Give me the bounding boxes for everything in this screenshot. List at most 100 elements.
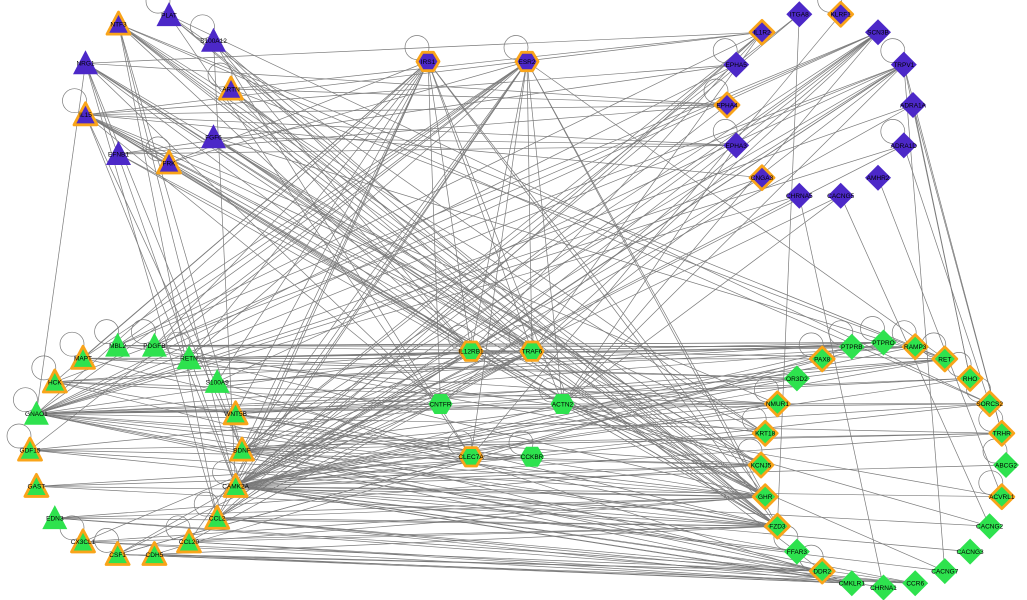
node-CHRNA5[interactable]: CHRNA5 [786, 182, 813, 209]
node-shape-ADRA1D[interactable] [890, 132, 917, 159]
node-shape-DDR2[interactable] [808, 557, 836, 585]
node-shape-MAPT[interactable] [70, 344, 96, 370]
node-FGF6[interactable]: FGF6 [201, 124, 226, 149]
node-GAST[interactable]: GAST [23, 472, 50, 498]
node-ACVRL1[interactable]: ACVRL1 [988, 483, 1016, 511]
node-FFAR3[interactable]: FFAR3 [783, 538, 810, 565]
node-shape-S100A9[interactable] [204, 368, 230, 393]
node-shape-EPHA3[interactable] [723, 132, 750, 159]
node-shape-PDGFB[interactable] [141, 332, 167, 357]
node-shape-PTPRO[interactable] [870, 329, 897, 356]
node-ADRA1D[interactable]: ADRA1D [890, 132, 918, 159]
node-shape-CDH5[interactable] [141, 541, 168, 566]
node-shape-CHRNA1[interactable] [870, 574, 897, 600]
node-S100A9[interactable]: S100A9 [204, 368, 230, 393]
node-CNGA3[interactable]: CNGA3 [748, 164, 776, 192]
node-shape-IRS1[interactable] [415, 50, 441, 73]
node-shape-GAST[interactable] [23, 472, 50, 498]
node-shape-IL12RB1[interactable] [458, 340, 484, 362]
node-SORCS2[interactable]: SORCS2 [976, 390, 1003, 418]
node-RET[interactable]: RET [931, 345, 959, 373]
node-shape-S100A12[interactable] [201, 27, 226, 52]
node-shape-RHO[interactable] [956, 365, 984, 392]
node-shape-SORCS2[interactable] [976, 390, 1003, 418]
node-CACNG7[interactable]: CACNG7 [931, 558, 959, 585]
node-shape-KCNJ5[interactable] [747, 451, 775, 479]
node-shape-IL1R2[interactable] [748, 18, 776, 46]
node-TRAF6[interactable]: TRAF6 [519, 340, 545, 362]
node-NRG1[interactable]: NRG1 [73, 50, 98, 75]
node-shape-RETN[interactable] [176, 345, 202, 370]
node-shape-EFNB1[interactable] [106, 141, 131, 165]
node-shape-GNAO1[interactable] [23, 400, 49, 425]
node-ABCG2[interactable]: ABCG2 [993, 452, 1019, 478]
node-shape-NTF3[interactable] [105, 10, 132, 36]
node-shape-EDN3[interactable] [42, 505, 68, 530]
node-shape-CAMK2A[interactable] [222, 472, 249, 498]
node-shape-CCKBR[interactable] [520, 446, 544, 467]
node-shape-SCN3B[interactable] [865, 19, 891, 46]
node-shape-CLEC7A[interactable] [458, 446, 484, 468]
node-KLRF1[interactable]: KLRF1 [827, 0, 855, 28]
node-shape-IL15[interactable] [72, 101, 99, 127]
node-shape-RAMP3[interactable] [901, 333, 929, 361]
node-shape-CACNG7[interactable] [931, 558, 958, 585]
node-shape-EPHA5[interactable] [723, 51, 750, 78]
node-shape-NRG1[interactable] [73, 50, 98, 75]
node-shape-CACNG2[interactable] [976, 513, 1003, 540]
node-shape-GDF15[interactable] [17, 436, 43, 462]
node-shape-TRHR[interactable] [988, 419, 1016, 447]
node-shape-RET[interactable] [931, 345, 959, 373]
node-CCR6[interactable]: CCR6 [902, 570, 929, 597]
node-shape-CHRNA5[interactable] [786, 182, 813, 209]
node-shape-FZD3[interactable] [764, 512, 791, 540]
node-CACNG5[interactable]: CACNG5 [827, 182, 855, 209]
node-shape-PAX8[interactable] [808, 345, 836, 373]
node-NMUR1[interactable]: NMUR1 [764, 390, 791, 418]
node-shape-EPHA4[interactable] [713, 91, 741, 119]
node-shape-NMUR1[interactable] [764, 390, 791, 418]
node-shape-BDNF[interactable] [229, 436, 255, 462]
node-shape-ESR2[interactable] [514, 50, 540, 73]
node-SCN3B[interactable]: SCN3B [865, 19, 891, 46]
node-shape-TRAF6[interactable] [519, 340, 545, 362]
node-shape-TRPV1[interactable] [890, 51, 917, 78]
node-PTPRB[interactable]: PTPRB [838, 333, 865, 360]
node-KRT18[interactable]: KRT18 [751, 419, 779, 447]
node-FZD3[interactable]: FZD3 [764, 512, 791, 540]
node-shape-CNGA3[interactable] [748, 164, 776, 192]
node-CSF1[interactable]: CSF1 [104, 541, 131, 566]
node-NTF3[interactable]: NTF3 [105, 10, 132, 36]
node-shape-OR3D2[interactable] [783, 365, 810, 392]
node-shape-FGF6[interactable] [201, 124, 226, 149]
node-shape-ITGA8[interactable] [786, 1, 813, 28]
node-ADRA1A[interactable]: ADRA1A [900, 92, 927, 118]
node-shape-PLAT[interactable] [156, 2, 182, 27]
node-shape-CX3CL1[interactable] [70, 528, 96, 554]
node-TRHR[interactable]: TRHR [988, 419, 1016, 447]
node-shape-ACTN2[interactable] [550, 394, 575, 414]
node-shape-KRT18[interactable] [751, 419, 779, 447]
node-shape-FFAR3[interactable] [783, 538, 810, 565]
node-shape-CACNG3[interactable] [957, 538, 984, 565]
node-shape-GHR[interactable] [751, 483, 779, 511]
node-CACNG3[interactable]: CACNG3 [957, 538, 984, 565]
node-AMHR2[interactable]: AMHR2 [865, 164, 891, 191]
node-shape-CACNG5[interactable] [827, 182, 854, 209]
node-shape-MBL2[interactable] [105, 332, 131, 357]
node-shape-ABCG2[interactable] [993, 452, 1019, 478]
node-shape-CCL2[interactable] [204, 504, 231, 530]
node-shape-CMKLR1[interactable] [838, 570, 865, 597]
node-shape-WNT5B[interactable] [222, 400, 249, 426]
node-MAPT[interactable]: MAPT [70, 344, 96, 370]
node-shape-KLRF1[interactable] [827, 0, 855, 28]
node-shape-ARTN[interactable] [218, 75, 244, 101]
node-IRS1[interactable]: IRS1 [415, 50, 441, 73]
node-shape-CCR6[interactable] [902, 570, 929, 597]
node-shape-PTPRB[interactable] [838, 333, 865, 360]
node-CHRNA1[interactable]: CHRNA1 [870, 574, 897, 600]
node-shape-AMHR2[interactable] [865, 164, 891, 191]
node-ITGA8[interactable]: ITGA8 [786, 1, 813, 28]
node-shape-CSF1[interactable] [104, 541, 131, 566]
